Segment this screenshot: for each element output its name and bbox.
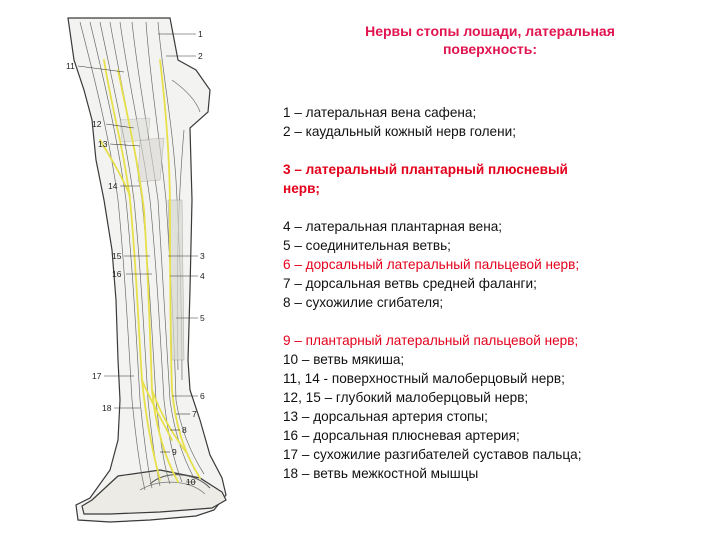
legend-item: 3 – латеральный плантарный плюсневый bbox=[283, 162, 568, 177]
label-5: 5 bbox=[200, 313, 205, 323]
label-17: 17 bbox=[92, 371, 102, 381]
legend-list: 1 – латеральная вена сафена; 2 – каудальн… bbox=[283, 103, 703, 483]
legend-item: 6 – дорсальный латеральный пальцевой нер… bbox=[283, 257, 580, 272]
label-8: 8 bbox=[182, 425, 187, 435]
legend-item: 11, 14 - поверхностный малоберцовый нерв… bbox=[283, 371, 565, 386]
title-line-2: поверхность: bbox=[442, 41, 538, 57]
label-15: 15 bbox=[112, 251, 122, 261]
label-12: 12 bbox=[92, 119, 102, 129]
legend-item: 2 – каудальный кожный нерв голени; bbox=[283, 124, 516, 139]
label-13: 13 bbox=[98, 139, 108, 149]
legend-item: 5 – соединительная ветвь; bbox=[283, 238, 451, 253]
label-6: 6 bbox=[200, 391, 205, 401]
legend-item: 7 – дорсальная ветвь средней фаланги; bbox=[283, 276, 537, 291]
bone-shading bbox=[119, 117, 185, 361]
legend-spacer bbox=[283, 198, 703, 217]
nerves bbox=[99, 59, 201, 483]
legend-item: 9 – плантарный латеральный пальцевой нер… bbox=[283, 333, 579, 348]
label-1: 1 bbox=[198, 29, 203, 39]
label-18: 18 bbox=[102, 403, 112, 413]
label-2: 2 bbox=[198, 51, 203, 61]
legend-item: 18 – ветвь межкостной мышцы bbox=[283, 466, 479, 481]
label-9: 9 bbox=[172, 447, 177, 457]
label-4: 4 bbox=[200, 271, 205, 281]
legend-item: нерв; bbox=[283, 181, 320, 196]
legend-item: 4 – латеральная плантарная вена; bbox=[283, 219, 503, 234]
legend-spacer bbox=[283, 312, 703, 331]
leader-lines bbox=[77, 33, 198, 483]
legend-item: 1 – латеральная вена сафена; bbox=[283, 105, 477, 120]
label-10: 10 bbox=[186, 477, 196, 487]
label-7: 7 bbox=[192, 409, 197, 419]
hind-limb-illustration: 1 2 11 12 13 14 15 16 3 4 5 17 18 6 7 8 … bbox=[0, 0, 270, 560]
legend-item: 8 – сухожилие сгибателя; bbox=[283, 295, 444, 310]
legend-item: 12, 15 – глубокий малоберцовый нерв; bbox=[283, 390, 529, 405]
legend-item: 17 – сухожилие разгибателей суставов пал… bbox=[283, 447, 582, 462]
page-title: Нервы стопы лошади, латеральная поверхно… bbox=[300, 22, 680, 58]
label-14: 14 bbox=[108, 181, 118, 191]
hoof bbox=[81, 469, 227, 515]
title-line-1: Нервы стопы лошади, латеральная bbox=[365, 23, 615, 39]
legend-item: 13 – дорсальная артерия стопы; bbox=[283, 409, 488, 424]
legend-spacer bbox=[283, 141, 703, 160]
figure-labels: 1 2 11 12 13 14 15 16 3 4 5 17 18 6 7 8 … bbox=[66, 29, 205, 487]
label-3: 3 bbox=[200, 251, 205, 261]
label-16: 16 bbox=[112, 269, 122, 279]
legend-item: 10 – ветвь мякиша; bbox=[283, 352, 405, 367]
label-11: 11 bbox=[66, 61, 75, 71]
legend-item: 16 – дорсальная плюсневая артерия; bbox=[283, 428, 520, 443]
